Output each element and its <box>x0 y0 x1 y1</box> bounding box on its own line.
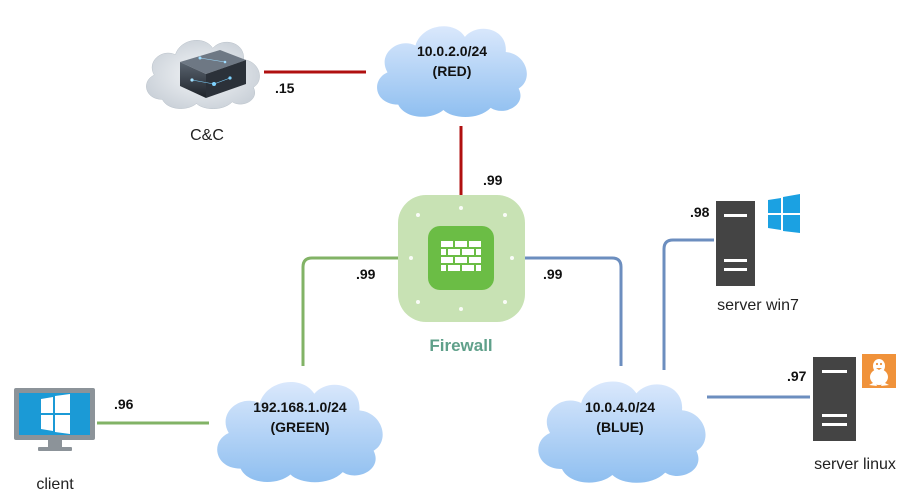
client-ip: .96 <box>114 396 134 412</box>
link-firewall-green <box>301 256 398 366</box>
firewall-ip-blue: .99 <box>543 266 563 282</box>
cloud-green-network: 192.168.1.0/24 (GREEN) <box>217 382 383 483</box>
windows-desktop-icon <box>14 388 95 451</box>
red-network-name: (RED) <box>433 63 472 79</box>
client-node: client .96 <box>14 388 134 493</box>
server-tower-icon <box>813 357 856 441</box>
red-network-cidr: 10.0.2.0/24 <box>417 43 487 59</box>
cnc-label: C&C <box>190 127 224 144</box>
green-network-name: (GREEN) <box>270 419 329 435</box>
cnc-cloud-server-icon <box>145 39 260 110</box>
green-network-cidr: 192.168.1.0/24 <box>253 399 347 415</box>
firewall-ip-green: .99 <box>356 266 376 282</box>
firewall-ip-red: .99 <box>483 172 503 188</box>
blue-network-name: (BLUE) <box>596 419 643 435</box>
win7-server-node: server win7 .98 <box>690 194 800 314</box>
link-firewall-blue <box>525 256 623 366</box>
linux-tux-icon <box>862 354 896 388</box>
win7-label: server win7 <box>717 297 799 314</box>
linux-server-node: server linux .97 <box>787 354 896 473</box>
client-label: client <box>36 476 74 493</box>
firewall-label: Firewall <box>429 336 492 355</box>
linux-label: server linux <box>814 456 896 473</box>
windows-logo-icon <box>768 194 800 233</box>
link-blue-win7 <box>662 238 714 370</box>
cnc-ip: .15 <box>275 80 295 96</box>
cloud-red-network: 10.0.2.0/24 (RED) <box>377 26 527 117</box>
firewall-node: Firewall .99 .99 .99 <box>356 172 563 355</box>
cloud-blue-network: 10.0.4.0/24 (BLUE) <box>538 381 706 483</box>
server-tower-icon <box>716 201 755 286</box>
blue-network-cidr: 10.0.4.0/24 <box>585 399 655 415</box>
linux-ip: .97 <box>787 368 807 384</box>
cnc-node: C&C .15 <box>145 39 295 144</box>
brick-wall-icon <box>441 241 481 271</box>
win7-ip: .98 <box>690 204 710 220</box>
links <box>97 70 810 425</box>
